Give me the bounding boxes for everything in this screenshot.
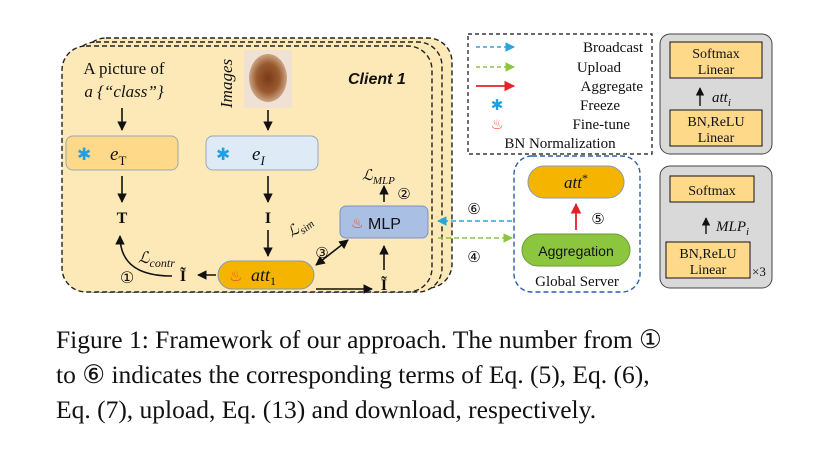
att-bn-relu-label: BN,ReLU <box>687 115 744 130</box>
legend-broadcast-label: Broadcast <box>583 40 644 56</box>
caption-line-3: Eq. (7), upload, Eq. (13) and download, … <box>56 395 597 424</box>
step-6-marker: ⑥ <box>467 200 480 218</box>
att-linear-bottom-label: Linear <box>698 131 735 146</box>
loss-mlp-label: ℒMLP <box>362 168 395 187</box>
client-title: Client 1 <box>348 71 406 88</box>
flame-icon: ♨ <box>229 269 242 285</box>
image-feature-tilde-left: Ĩ <box>180 266 186 285</box>
mlp-detail-out-label: MLPi <box>715 219 749 238</box>
legend-freeze-label: Freeze <box>580 98 620 114</box>
image-encoder-label: eI <box>252 144 265 168</box>
att-linear-top-label: Linear <box>698 63 735 78</box>
step-2-marker: ② <box>397 185 410 203</box>
att-detail-out-label: atti <box>712 90 731 109</box>
snowflake-icon: ✱ <box>77 145 91 164</box>
server-att-star-label: att* <box>564 171 588 192</box>
aggregation-label: Aggregation <box>538 243 614 259</box>
figure-caption: Figure 1: Framework of our approach. The… <box>56 322 786 427</box>
legend-upload-label: Upload <box>577 60 622 76</box>
legend-snowflake-icon: ✱ <box>491 98 504 114</box>
legend-finetune-label: Fine-tune <box>573 117 631 133</box>
mlp-linear-label: Linear <box>690 263 727 278</box>
caption-line-2: to ⑥ indicates the corresponding terms o… <box>56 360 650 389</box>
skin-lesion-image <box>244 50 292 108</box>
att1-module <box>217 260 315 290</box>
text-prompt-line1: A picture of <box>83 59 165 78</box>
att1-label: att1 <box>251 265 276 288</box>
att-softmax-label: Softmax <box>692 47 739 62</box>
mlp-module <box>339 205 429 239</box>
legend-flame-icon: ♨ <box>491 118 504 133</box>
mlp-bn-relu-label: BN,ReLU <box>679 247 736 262</box>
global-server-label: Global Server <box>535 274 619 290</box>
text-encoder-box <box>65 135 179 171</box>
step-1-marker: ① <box>120 268 134 287</box>
image-feature-tilde-right: Ĩ <box>381 275 387 294</box>
mlp-bn-relu-linear-box <box>665 241 751 279</box>
flame-icon: ♨ <box>351 217 364 232</box>
text-prompt-line2: a {“class”} <box>84 82 163 101</box>
step-5-marker: ⑤ <box>591 210 604 228</box>
legend-aggregate-label: Aggregate <box>581 79 644 95</box>
step-4-marker: ④ <box>467 248 480 266</box>
legend-box <box>467 33 653 155</box>
mlp-repeat-label: ×3 <box>752 264 766 279</box>
mlp-label: MLP <box>368 216 401 233</box>
text-feature-T: T <box>117 210 128 227</box>
images-label: Images <box>217 59 236 109</box>
att-bn-relu-linear-box <box>669 109 763 147</box>
image-feature-I: I <box>265 210 271 227</box>
mlp-softmax-box <box>669 175 755 203</box>
mlp-softmax-label: Softmax <box>688 184 735 199</box>
server-att-star-box <box>527 165 625 199</box>
att-softmax-linear-box <box>669 41 763 79</box>
aggregation-box <box>521 233 631 267</box>
contrastive-loss-curve <box>115 235 173 277</box>
loss-contr-label: ℒcontr <box>138 250 175 270</box>
text-encoder-label: eT <box>110 144 126 168</box>
snowflake-icon: ✱ <box>216 145 230 164</box>
image-encoder-box <box>205 135 319 171</box>
caption-line-1: Figure 1: Framework of our approach. The… <box>56 325 662 354</box>
sim-loss-double-arrow <box>315 239 349 266</box>
legend-bn-normalization-label: BN Normalization <box>504 136 616 152</box>
step-3-marker: ③ <box>315 244 328 262</box>
